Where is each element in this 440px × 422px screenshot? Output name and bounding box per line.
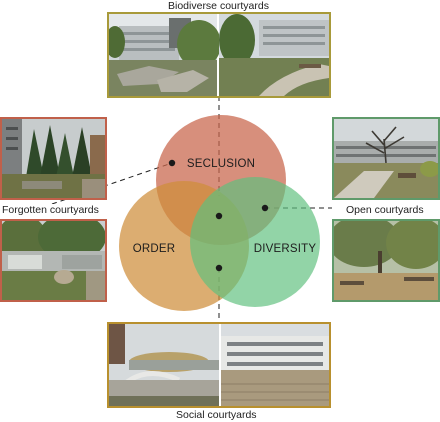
label-biodiverse-courtyards: Biodiverse courtyards — [166, 0, 271, 13]
label-forgotten-courtyards: Forgotten courtyards — [0, 204, 101, 217]
dot-open — [261, 204, 269, 212]
dot-biodiverse — [215, 212, 223, 220]
label-social-courtyards: Social courtyards — [174, 409, 259, 422]
dot-forgotten — [168, 159, 176, 167]
label-open-courtyards: Open courtyards — [344, 204, 426, 217]
photo-frame-open-bottom — [332, 219, 440, 302]
photo-frame-forgotten-bottom — [0, 219, 107, 302]
photo-open-bottom — [334, 221, 438, 300]
photo-frame-open-top — [332, 117, 440, 200]
photo-frame-social — [107, 322, 331, 408]
photo-social — [109, 324, 329, 406]
photo-forgotten-bottom — [2, 221, 105, 300]
dot-social — [215, 264, 223, 272]
photo-frame-biodiverse — [107, 12, 331, 98]
label-diversity: DIVERSITY — [254, 243, 317, 255]
photo-frame-forgotten-top — [0, 117, 107, 200]
photo-open-top — [334, 119, 438, 198]
circle-diversity — [190, 177, 320, 307]
photo-biodiverse-left — [109, 14, 329, 96]
label-order: ORDER — [133, 243, 176, 255]
photo-forgotten-top — [2, 119, 105, 198]
label-seclusion: SECLUSION — [187, 158, 255, 170]
